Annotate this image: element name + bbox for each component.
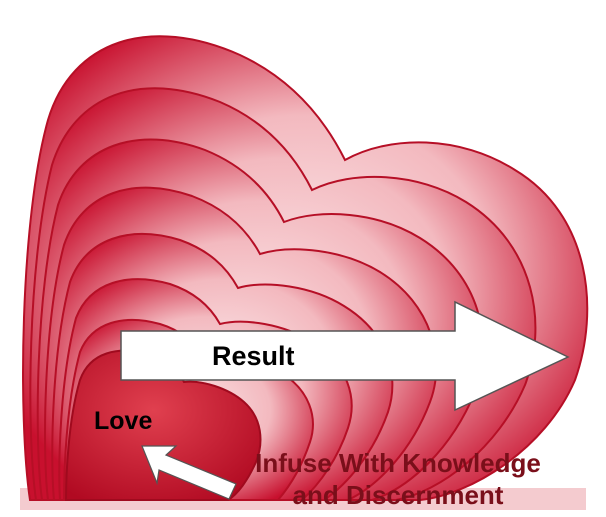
love-label: Love [94,409,152,434]
infuse-caption-line-2: and Discernment [208,482,588,508]
infuse-caption-line-1-text: Infuse With Knowledge [255,448,541,478]
infuse-caption-line-2-text: and Discernment [293,480,504,510]
infuse-caption-line-1: Infuse With Knowledge [208,450,588,476]
result-label: Result [212,343,295,370]
